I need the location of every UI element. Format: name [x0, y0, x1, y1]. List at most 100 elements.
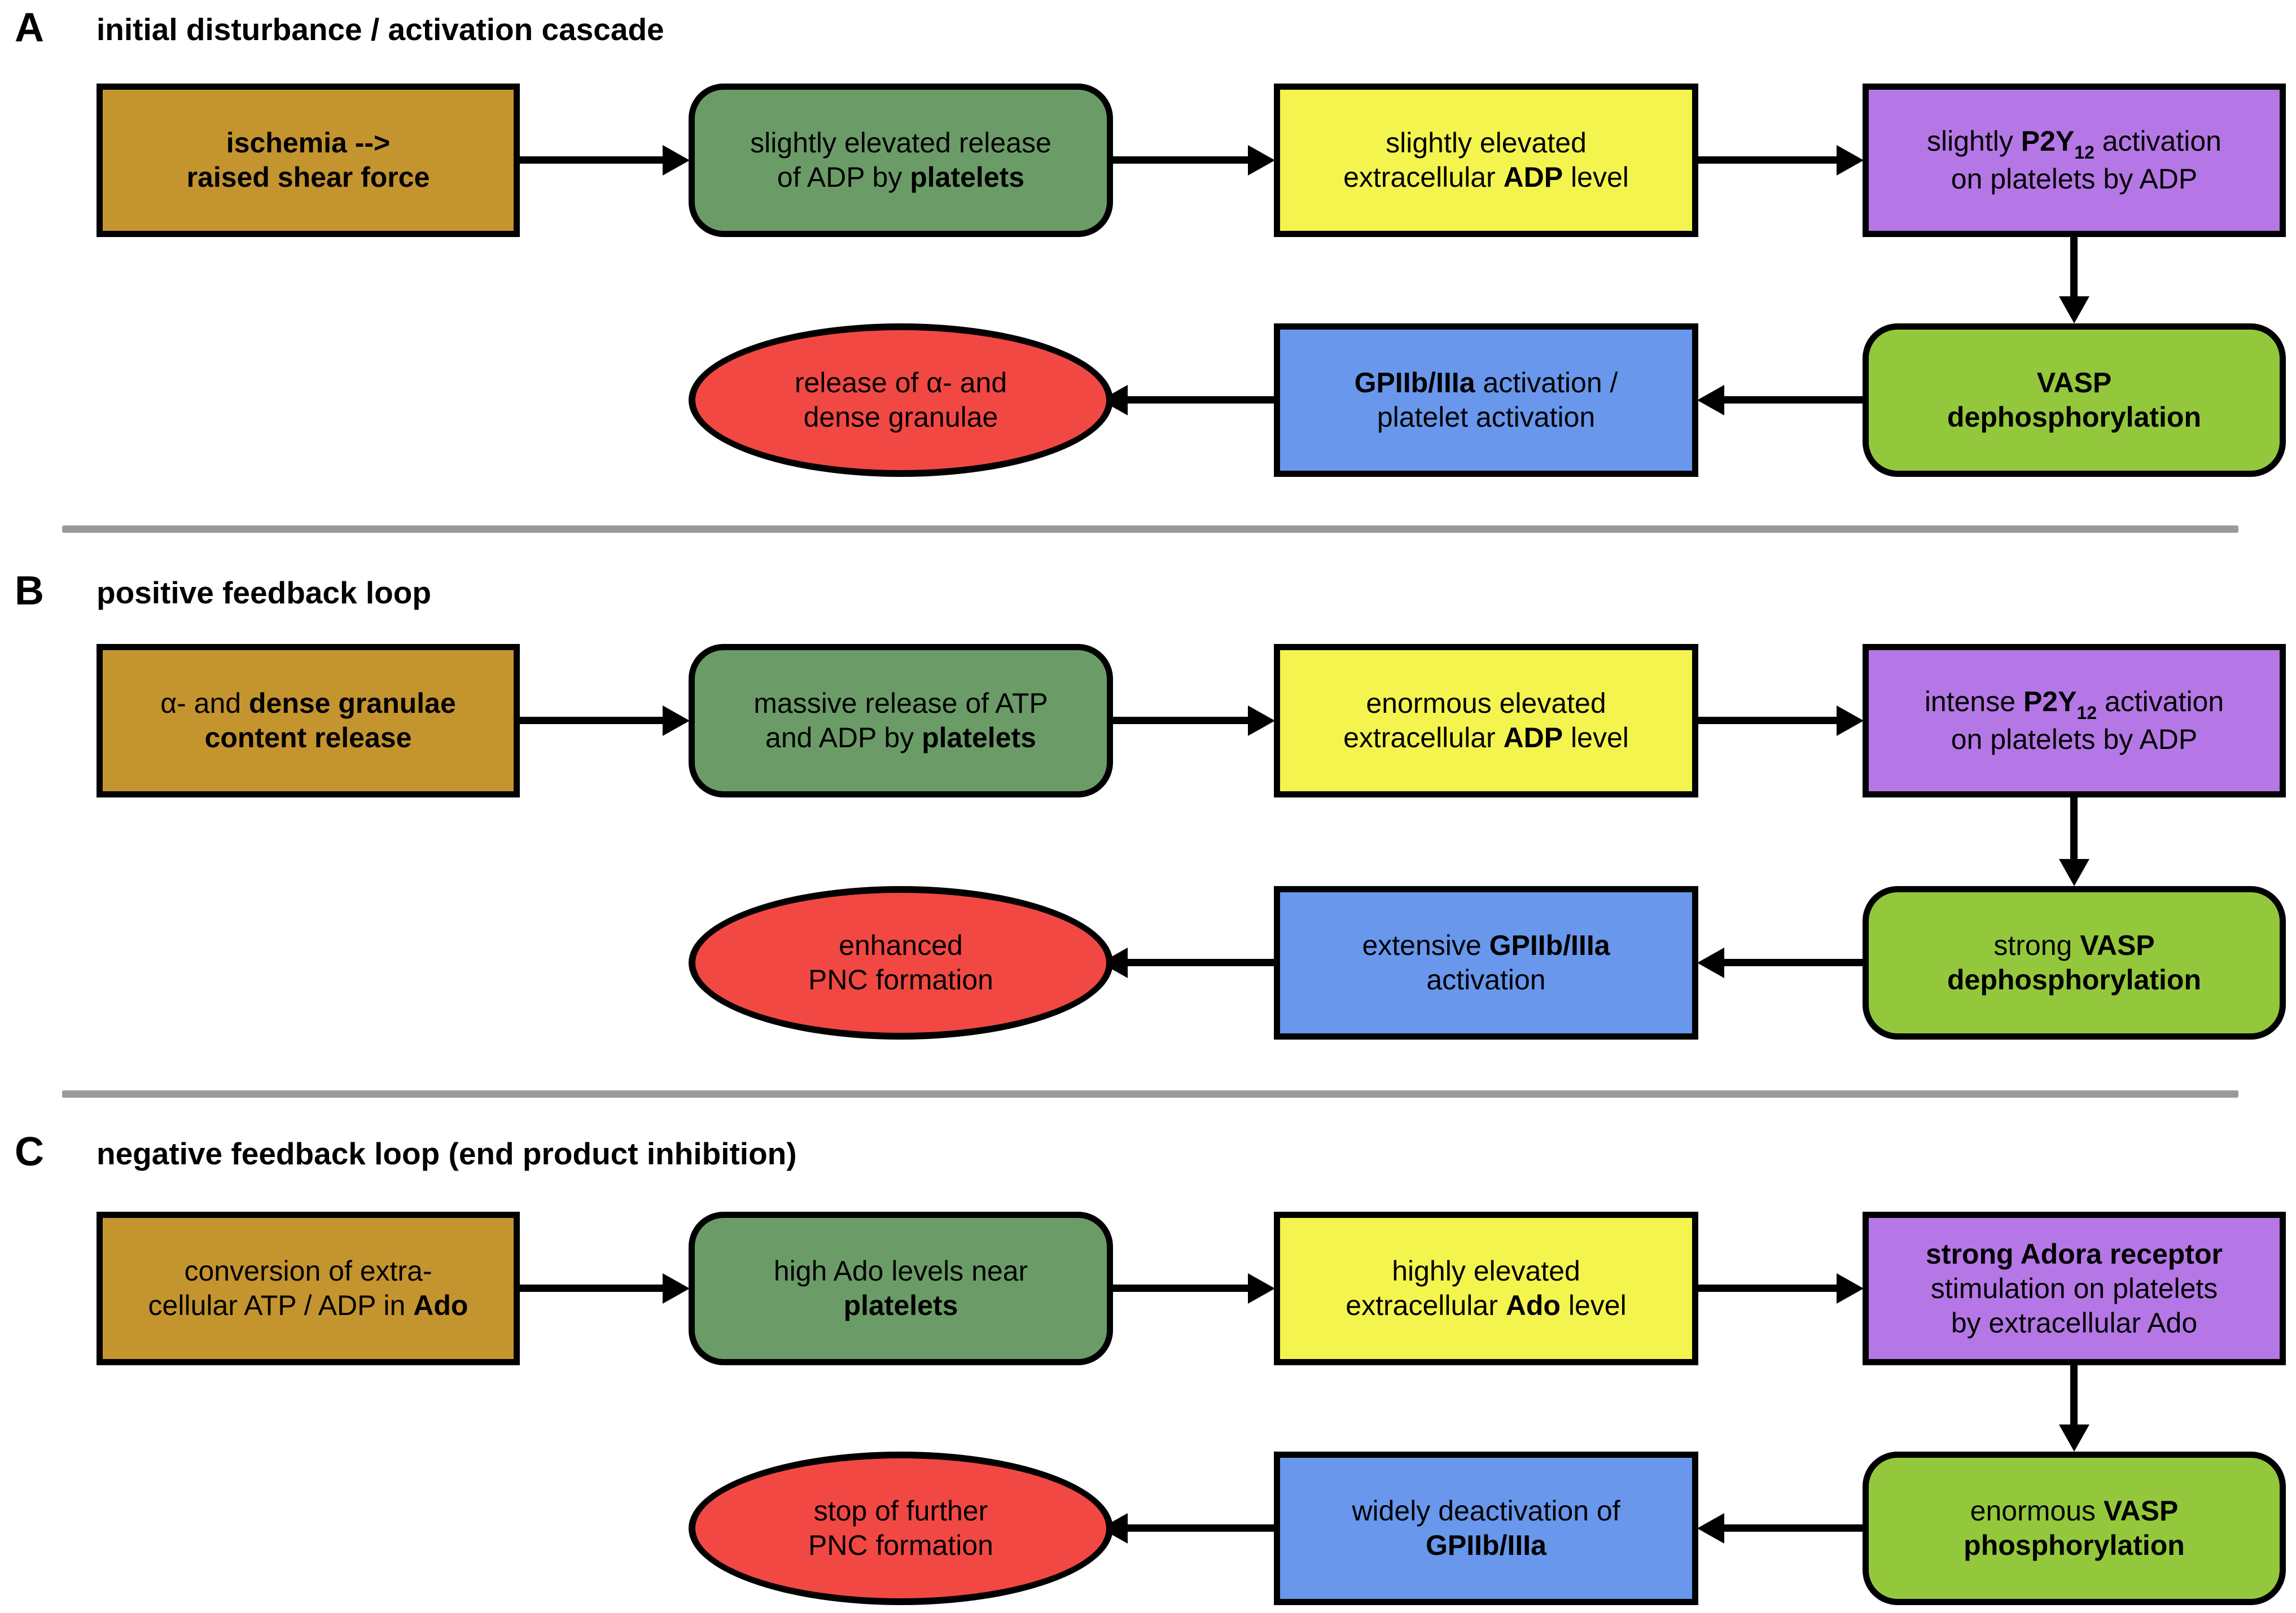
node-text-line: platelet activation	[1377, 400, 1595, 435]
node-text-segment: P2Y	[2021, 125, 2075, 157]
arrow-c3-c4	[1698, 1285, 1839, 1292]
node-text-segment: GPIIb/IIIa	[1354, 367, 1475, 398]
arrow-c6-c7	[1125, 1524, 1274, 1532]
node-text-line: raised shear force	[187, 160, 430, 195]
node-text-segment: GPIIb/IIIa	[1426, 1529, 1546, 1561]
node-text-line: on platelets by ADP	[1951, 162, 2197, 196]
node-text-segment: PNC formation	[808, 964, 993, 996]
arrow-b4-b5-head	[2059, 859, 2089, 886]
node-text-line: conversion of extra-	[184, 1254, 432, 1288]
node-text-line: widely deactivation of	[1352, 1494, 1620, 1528]
node-ischemia-shear-force: ischemia -->raised shear force	[97, 84, 520, 237]
node-text-segment: phosphorylation	[1964, 1529, 2185, 1561]
node-text-segment: VASP	[2080, 930, 2155, 961]
node-text-line: dephosphorylation	[1947, 963, 2201, 997]
node-text-segment: content release	[204, 722, 412, 753]
node-text-segment: level	[1563, 722, 1629, 753]
arrow-c4-c5	[2070, 1365, 2078, 1428]
arrow-b6-b7	[1125, 959, 1274, 966]
node-text-segment: α- and	[160, 687, 249, 719]
section-b-title: positive feedback loop	[97, 575, 431, 610]
node-text-line: PNC formation	[808, 963, 993, 997]
node-text-segment: activation	[2097, 686, 2224, 717]
node-text-segment: widely deactivation of	[1352, 1495, 1620, 1527]
node-text-segment: extensive	[1362, 930, 1489, 961]
node-text-segment: and ADP by	[765, 722, 922, 753]
node-text-segment: conversion of extra-	[184, 1255, 432, 1287]
arrow-b1-b2	[520, 717, 665, 724]
arrow-c5-c6-head	[1697, 1513, 1724, 1544]
node-text-line: high Ado levels near	[774, 1254, 1028, 1288]
node-text-line: content release	[205, 721, 412, 755]
node-text-segment: activation	[2094, 125, 2221, 157]
node-text-line: strong VASP	[1993, 928, 2154, 963]
node-text-line: extracellular ADP level	[1343, 160, 1629, 195]
node-text-line: enhanced	[839, 928, 963, 963]
node-text-line: by extracellular Ado	[1951, 1306, 2197, 1340]
arrow-a6-a7	[1125, 396, 1274, 404]
arrow-a2-a3	[1113, 156, 1250, 164]
node-text-segment: ischemia -->	[226, 127, 391, 159]
arrow-c2-c3	[1113, 1285, 1250, 1292]
arrow-b4-b5	[2070, 797, 2078, 862]
node-text-segment: dephosphorylation	[1947, 964, 2201, 996]
node-text-segment: ADP	[1503, 161, 1563, 193]
node-text-line: activation	[1426, 963, 1545, 997]
node-text-line: slightly elevated	[1386, 126, 1587, 160]
node-text-segment: massive release of ATP	[753, 687, 1048, 719]
node-text-line: of ADP by platelets	[777, 160, 1024, 195]
node-text-line: ischemia -->	[226, 126, 390, 160]
node-text-segment: highly elevated	[1392, 1255, 1580, 1287]
node-text-segment: extracellular	[1343, 722, 1504, 753]
node-text-segment: stimulation on platelets	[1930, 1272, 2218, 1304]
arrow-a1-a2-head	[663, 145, 690, 176]
node-text-line: extracellular Ado level	[1346, 1288, 1626, 1323]
node-text-segment: strong Adora receptor	[1925, 1238, 2223, 1270]
node-text-line: and ADP by platelets	[765, 721, 1036, 755]
node-text-segment: extracellular	[1343, 161, 1504, 193]
arrow-b3-b4-head	[1837, 705, 1864, 736]
node-text-segment: slightly elevated release	[750, 127, 1051, 159]
node-text-segment: activation	[1426, 964, 1546, 996]
node-text-line: massive release of ATP	[753, 686, 1048, 721]
node-text-segment: GPIIb/IIIa	[1489, 930, 1610, 961]
node-text-segment: enormous	[1970, 1495, 2104, 1527]
arrow-b2-b3-head	[1248, 705, 1275, 736]
node-text-line: highly elevated	[1392, 1254, 1580, 1288]
section-a-letter: A	[15, 5, 45, 50]
node-text-segment: platelets	[843, 1290, 958, 1321]
node-text-line: VASP	[2037, 366, 2111, 400]
section-c-title: negative feedback loop (end product inhi…	[97, 1136, 797, 1171]
arrow-a4-a5	[2070, 237, 2078, 300]
arrow-c5-c6	[1722, 1524, 1863, 1532]
node-text-segment: PNC formation	[808, 1529, 993, 1561]
arrow-b2-b3	[1113, 717, 1250, 724]
arrow-c2-c3-head	[1248, 1273, 1275, 1304]
node-text-segment: on platelets by ADP	[1951, 163, 2198, 195]
node-text-segment: extracellular	[1346, 1290, 1506, 1321]
node-text-line: phosphorylation	[1964, 1528, 2185, 1563]
node-text-line: cellular ATP / ADP in Ado	[148, 1288, 468, 1323]
node-text-segment: 12	[2074, 142, 2095, 163]
arrow-c1-c2	[520, 1285, 665, 1292]
arrow-c1-c2-head	[663, 1273, 690, 1304]
node-text-segment: level	[1560, 1290, 1627, 1321]
node-atp-adp-conversion-to-ado: conversion of extra-cellular ATP / ADP i…	[97, 1212, 520, 1365]
node-text-segment: of ADP by	[777, 161, 910, 193]
node-text-segment: slightly	[1927, 125, 2021, 157]
node-text-line: strong Adora receptor	[1926, 1237, 2223, 1272]
node-text-segment: dephosphorylation	[1947, 401, 2201, 433]
arrow-a4-a5-head	[2059, 296, 2089, 323]
node-text-line: enormous elevated	[1366, 686, 1606, 721]
node-text-segment: ADP	[1503, 722, 1563, 753]
arrow-c4-c5-head	[2059, 1424, 2089, 1452]
section-divider	[62, 1090, 2238, 1098]
node-text-line: GPIIb/IIIa activation /	[1355, 366, 1618, 400]
